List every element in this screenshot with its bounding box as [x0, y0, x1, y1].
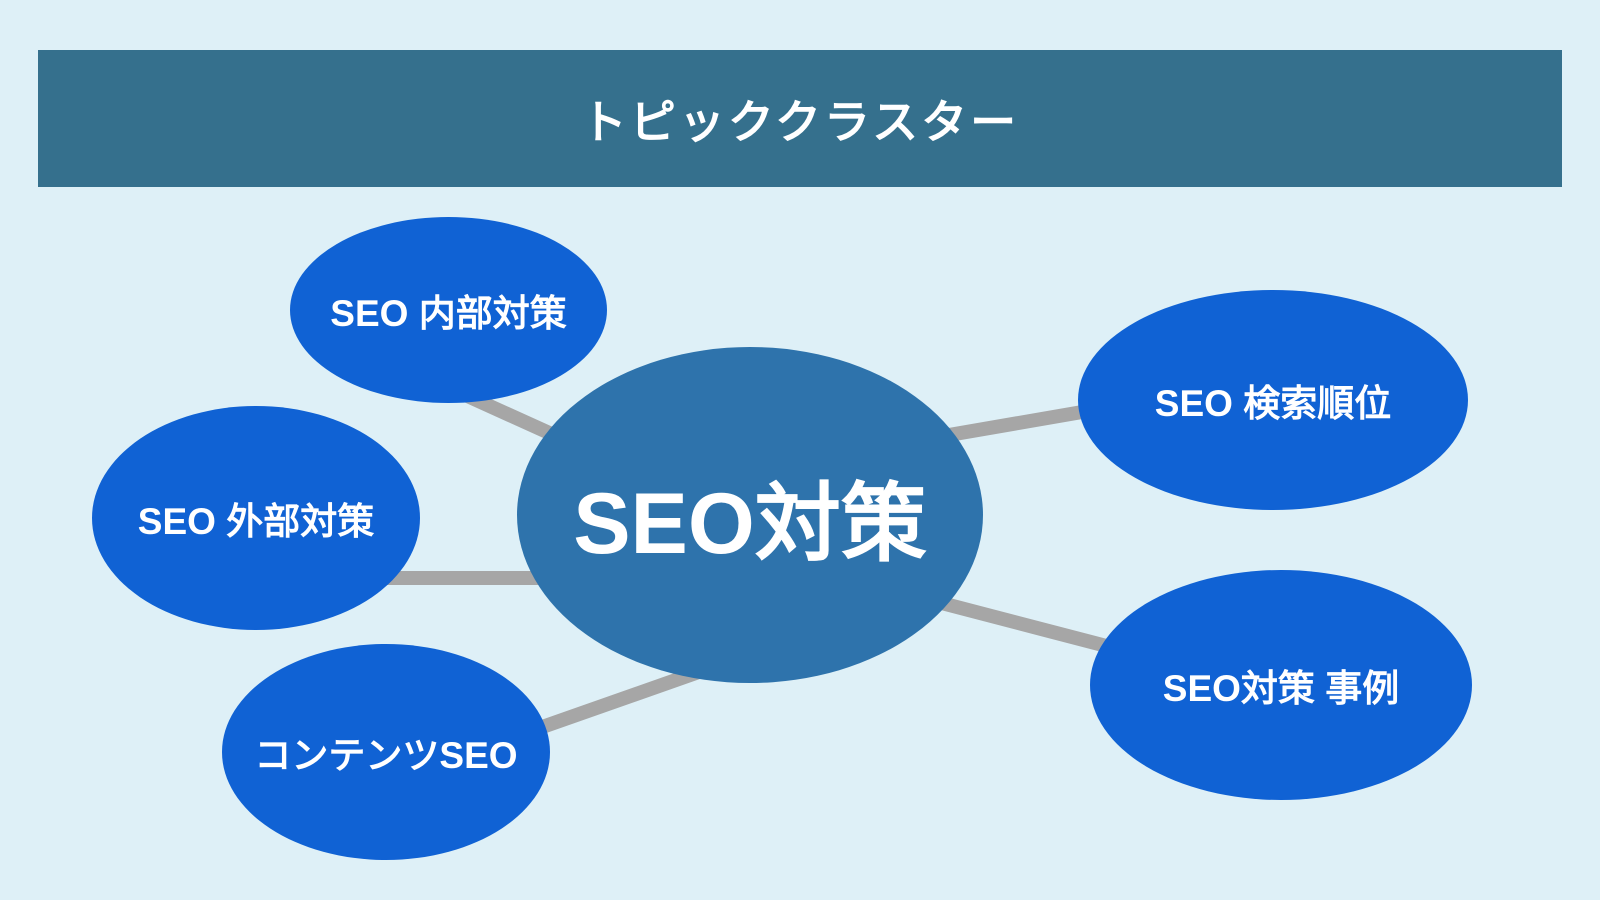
satellite-label: SEO 検索順位: [1154, 383, 1392, 424]
diagram-title-bar: トピッククラスター: [38, 50, 1562, 187]
diagram-title: トピッククラスター: [580, 95, 1020, 148]
satellite-label: コンテンツSEO: [254, 735, 518, 776]
satellite-node-seo-gaibu-taisaku: SEO 外部対策: [92, 406, 420, 630]
satellite-node-seo-taisaku-jirei: SEO対策 事例: [1090, 570, 1472, 800]
satellite-label: SEO対策 事例: [1162, 668, 1400, 709]
satellite-node-contents-seo: コンテンツSEO: [222, 644, 550, 860]
satellite-label: SEO 内部対策: [330, 293, 567, 334]
satellite-label: SEO 外部対策: [137, 501, 375, 542]
center-topic-node: SEO対策: [517, 347, 983, 683]
center-topic-label: SEO対策: [573, 475, 927, 572]
satellite-node-seo-naibu-taisaku: SEO 内部対策: [290, 217, 607, 403]
satellite-node-seo-kensaku-juni: SEO 検索順位: [1078, 290, 1468, 510]
